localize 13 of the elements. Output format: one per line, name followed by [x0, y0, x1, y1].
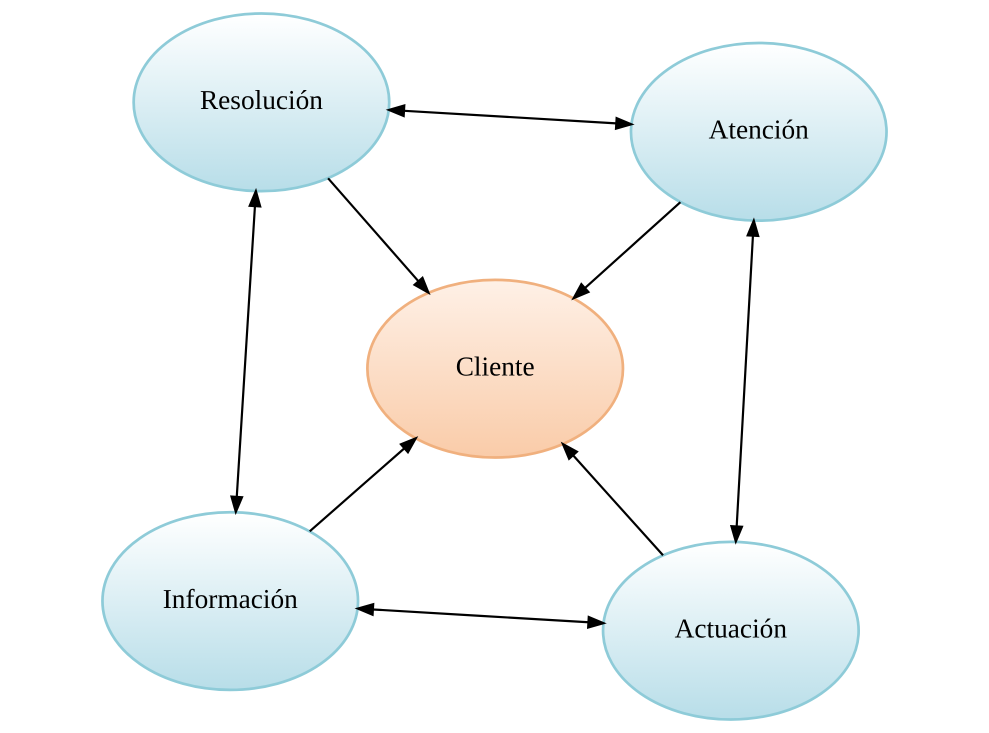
arrow: [309, 436, 418, 532]
arrow: [327, 178, 431, 296]
arrow: [560, 442, 664, 556]
arrow: [230, 188, 262, 516]
arrow: [730, 217, 760, 545]
node-ellipse: Actuación: [602, 540, 860, 721]
node-ellipse: Cliente: [366, 278, 624, 459]
arrow: [386, 104, 635, 130]
node-ellipse: Información: [101, 510, 360, 692]
node-ellipse: Atención: [630, 42, 888, 222]
arrow: [354, 602, 607, 629]
arrow: [571, 201, 682, 300]
node-ellipse: Resolución: [132, 12, 391, 193]
